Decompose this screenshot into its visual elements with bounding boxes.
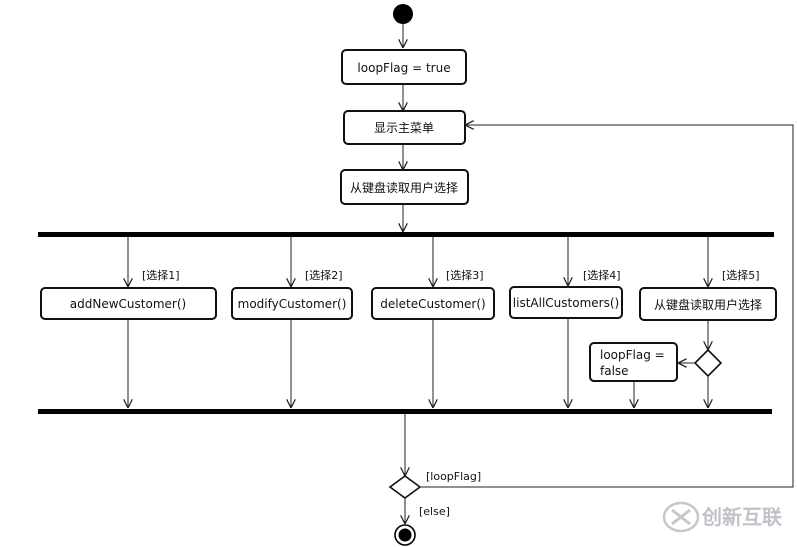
fork-bar xyxy=(38,232,774,237)
watermark: 创新互联 xyxy=(662,501,782,533)
action-init-label: loopFlag = true xyxy=(357,61,450,75)
action-show-menu-label: 显示主菜单 xyxy=(374,121,434,135)
action-set-loopflag-false: loopFlag = false xyxy=(589,342,678,382)
edge-loop-back-to-menu xyxy=(420,125,794,488)
decision-choice5 xyxy=(693,348,723,378)
initial-node xyxy=(393,4,413,24)
action-show-menu: 显示主菜单 xyxy=(343,110,466,145)
action-delete-label: deleteCustomer() xyxy=(380,297,485,311)
action-set-false-label-line2: false xyxy=(600,364,629,378)
action-read-choice5: 从键盘读取用户选择 xyxy=(639,287,777,321)
action-delete-customer: deleteCustomer() xyxy=(371,287,495,320)
action-modify-label: modifyCustomer() xyxy=(238,297,347,311)
action-init-loopflag: loopFlag = true xyxy=(341,49,467,85)
action-list-customers: listAllCustomers() xyxy=(509,286,623,319)
decision-loopflag xyxy=(388,475,422,499)
final-node xyxy=(394,524,416,546)
guard-choice1: [选择1] xyxy=(142,268,180,282)
guard-loopflag: [loopFlag] xyxy=(426,470,481,483)
action-add-customer: addNewCustomer() xyxy=(40,287,217,320)
join-bar xyxy=(38,409,772,414)
action-read-input-label: 从键盘读取用户选择 xyxy=(350,180,458,195)
action-modify-customer: modifyCustomer() xyxy=(231,287,353,320)
guard-choice5: [选择5] xyxy=(722,268,760,282)
guard-else: [else] xyxy=(419,505,450,518)
guard-choice3: [选择3] xyxy=(446,268,484,282)
action-read-input: 从键盘读取用户选择 xyxy=(340,169,469,205)
action-read-choice5-label: 从键盘读取用户选择 xyxy=(654,297,762,312)
action-add-label: addNewCustomer() xyxy=(70,297,186,311)
action-set-false-label-line1: loopFlag = xyxy=(600,348,665,362)
watermark-text: 创新互联 xyxy=(701,505,782,529)
guard-choice2: [选择2] xyxy=(305,268,343,282)
action-list-label: listAllCustomers() xyxy=(513,296,619,310)
guard-choice4: [选择4] xyxy=(583,268,621,282)
xinlian-logo-icon xyxy=(662,501,700,533)
